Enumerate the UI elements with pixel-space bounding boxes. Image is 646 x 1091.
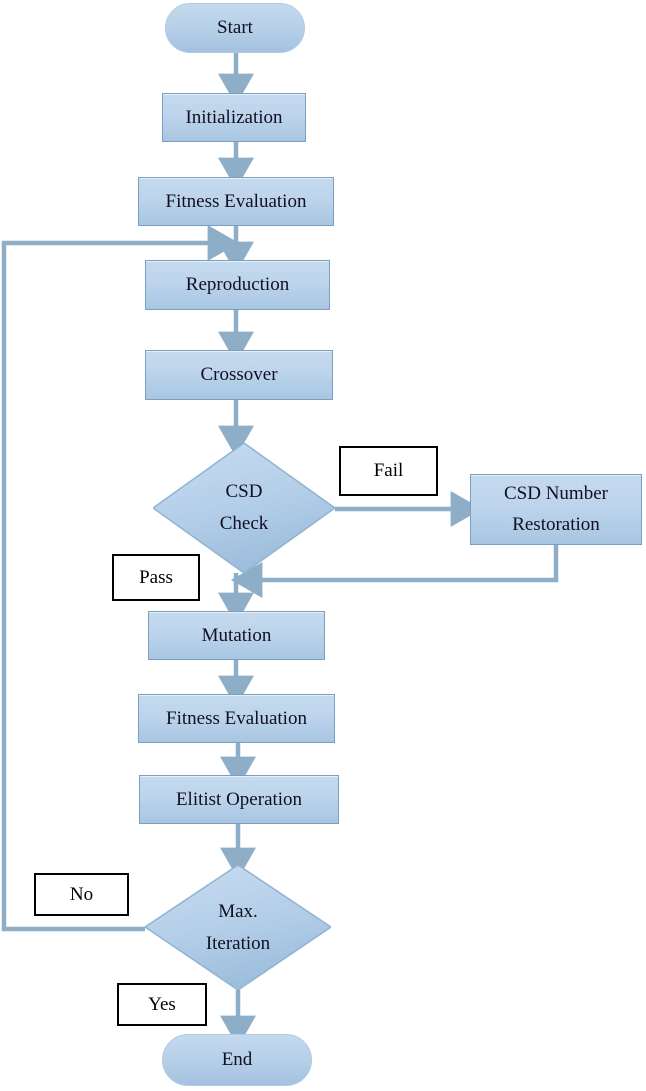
- edge-label-yes: Yes: [117, 983, 207, 1026]
- node-csd-number-restoration-label-line1: CSD Number: [504, 483, 608, 505]
- node-csd-check[interactable]: CSD Check: [153, 443, 335, 573]
- node-reproduction[interactable]: Reproduction: [145, 260, 330, 310]
- node-fitness-evaluation-2-label: Fitness Evaluation: [166, 707, 307, 729]
- edge-label-yes-text: Yes: [148, 993, 176, 1015]
- node-max-iteration-label: Max. Iteration: [206, 899, 270, 956]
- node-fitness-evaluation-2[interactable]: Fitness Evaluation: [138, 694, 335, 743]
- node-start-label: Start: [217, 17, 253, 39]
- edge-label-fail-text: Fail: [373, 460, 404, 481]
- node-mutation[interactable]: Mutation: [148, 611, 325, 660]
- node-elitist-operation[interactable]: Elitist Operation: [139, 775, 339, 824]
- node-initialization-label: Initialization: [185, 106, 283, 128]
- node-mutation-label: Mutation: [201, 624, 272, 646]
- node-start[interactable]: Start: [165, 3, 305, 53]
- node-end[interactable]: End: [162, 1034, 312, 1086]
- node-csd-check-label-line2: Check: [219, 513, 269, 534]
- node-max-iteration[interactable]: Max. Iteration: [145, 865, 331, 990]
- edge-label-fail: Fail: [339, 446, 438, 496]
- node-csd-check-label: CSD Check: [220, 479, 269, 536]
- node-reproduction-label: Reproduction: [185, 274, 290, 296]
- csd-check-diamond-shape: [153, 443, 335, 573]
- node-fitness-evaluation-1[interactable]: Fitness Evaluation: [138, 177, 334, 226]
- max-iteration-diamond-shape: [145, 865, 331, 990]
- edge-restoration-back-to-main: [230, 545, 559, 598]
- node-crossover[interactable]: Crossover: [145, 350, 333, 400]
- node-csd-number-restoration-label-line2: Restoration: [512, 514, 600, 535]
- node-end-label: End: [221, 1049, 253, 1071]
- node-crossover-label: Crossover: [200, 364, 278, 386]
- edge-label-pass-text: Pass: [139, 566, 173, 588]
- node-initialization[interactable]: Initialization: [162, 93, 306, 142]
- edge-label-no-text: No: [69, 883, 94, 905]
- edge-max-iteration-no-loopback: [1, 225, 240, 932]
- node-fitness-evaluation-1-label: Fitness Evaluation: [165, 190, 307, 212]
- edge-label-no: No: [34, 873, 129, 916]
- node-max-iteration-label-line2: Iteration: [205, 932, 271, 954]
- node-csd-check-label-line1: CSD: [225, 481, 263, 503]
- node-max-iteration-label-line1: Max.: [218, 900, 258, 922]
- node-csd-number-restoration[interactable]: CSD Number Restoration: [470, 474, 642, 545]
- edge-label-pass: Pass: [112, 554, 200, 601]
- node-elitist-operation-label: Elitist Operation: [175, 788, 303, 810]
